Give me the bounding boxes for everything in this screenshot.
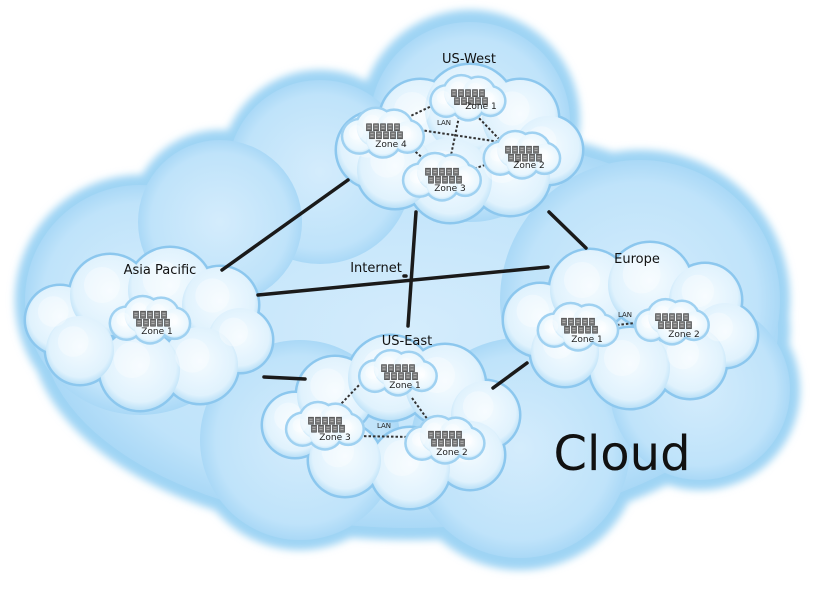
zone-label-useast-3: Zone 3 [319, 433, 351, 443]
zone-uswest-4 [340, 106, 426, 159]
server-rack-icon [381, 364, 418, 380]
link-uswest-europe [547, 210, 588, 250]
link-useast-europe [491, 361, 529, 390]
server-rack-icon [366, 123, 403, 140]
link-uswest-useast [406, 210, 418, 328]
region-label-asia-pacific: Asia Pacific [124, 263, 197, 278]
server-rack-icon [655, 313, 692, 329]
server-rack-icon [505, 145, 542, 162]
zone-label-asia-1: Zone 1 [141, 327, 173, 337]
zones [108, 73, 710, 465]
zone-label-useast-1: Zone 1 [389, 381, 421, 391]
zone-asia-1 [108, 294, 192, 345]
region-label-us-east: US-East [382, 334, 433, 349]
internet-links [220, 178, 588, 390]
zone-label-uswest-1: Zone 1 [465, 102, 497, 112]
zone-useast-3 [284, 400, 365, 451]
zone-label-uswest-2: Zone 2 [513, 161, 545, 171]
region-label-us-west: US-West [442, 52, 496, 67]
zone-label-europe-1: Zone 1 [571, 335, 603, 345]
lan-label-useast: LAN [377, 422, 391, 430]
lan-label-uswest: LAN [437, 119, 451, 127]
zone-label-europe-2: Zone 2 [668, 330, 700, 340]
link-asia-europe [256, 265, 550, 297]
server-rack-icon [451, 89, 488, 105]
zone-label-useast-2: Zone 2 [436, 448, 468, 458]
internet-label: Internet [350, 261, 402, 276]
zone-uswest-3 [401, 151, 482, 202]
lan-label-europe: LAN [618, 311, 632, 319]
zone-useast-2 [404, 414, 486, 465]
lan-useast-3-2 [354, 435, 413, 438]
zone-uswest-1 [429, 73, 507, 122]
region-label-europe: Europe [614, 252, 660, 267]
zone-europe-1 [536, 301, 620, 352]
cloud-title: Cloud [553, 426, 690, 482]
lan-uswest-1-3 [449, 111, 461, 161]
zone-europe-2 [633, 297, 710, 346]
zone-label-uswest-3: Zone 3 [434, 184, 466, 194]
zone-uswest-2 [482, 129, 562, 180]
server-rack-icon [133, 310, 170, 327]
lan-useast-1-3 [339, 381, 363, 406]
server-rack-icon [308, 416, 345, 433]
lan-uswest-1-2 [475, 114, 501, 141]
link-asia-uswest [220, 178, 350, 272]
link-asia-useast [262, 375, 307, 381]
server-rack-icon [425, 167, 462, 184]
server-rack-icon [428, 430, 465, 447]
zone-label-uswest-4: Zone 4 [375, 140, 407, 150]
zone-useast-1 [357, 348, 438, 397]
lan-useast-1-2 [411, 397, 429, 421]
server-rack-icon [561, 317, 598, 334]
